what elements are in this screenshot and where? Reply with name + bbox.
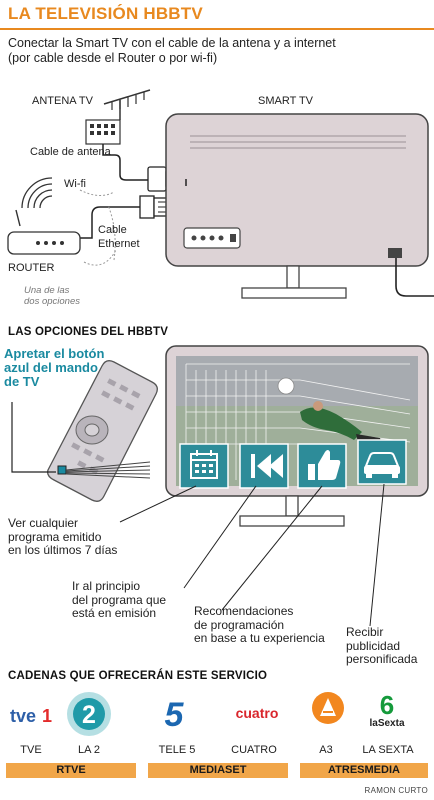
tele5-logo-icon: 5 [165,696,185,734]
lasexta-logo-text: laSexta [369,718,404,729]
one-of-two-line-2: dos opciones [24,296,80,307]
option-recommendations-line-2: de programación [194,617,285,632]
option-catch-up: Ver cualquier programa emitido en los úl… [8,516,118,558]
lasexta-logo-icon: 6 laSexta [369,690,404,729]
intro-line-1: Conectar la Smart TV con el cable de la … [8,36,336,50]
la2-logo-icon: 2 [67,692,111,736]
building-icon [85,119,121,145]
group-mediaset: MEDIASET [148,763,288,778]
tve1-logo-num: 1 [42,706,52,726]
options-heading: LAS OPCIONES DEL HBBTV [8,326,169,338]
wifi-icon [21,177,53,209]
ethernet-label: Ethernet [98,238,140,250]
group-rtve: RTVE [6,763,136,778]
option-recommendations-line-1: Recomendaciones [194,604,294,618]
tele5-logo-text: 5 [165,696,185,734]
tve1-logo-icon: tve 1 [10,706,52,726]
wifi-label: Wi-fi [64,178,86,190]
channel-tele5: TELE 5 [158,744,196,756]
option-catch-up-line-3: en los últimos 7 días [8,543,118,557]
title-rule [0,28,434,30]
channel-la2: LA 2 [77,744,101,756]
one-of-two-note: Una de las dos opciones [24,285,80,307]
option-restart-line-2: del programa que [72,592,167,607]
options-illustration [11,345,429,627]
antenna-icon [103,89,151,120]
rewind-icon [239,443,289,489]
la2-logo-text: 2 [82,701,96,729]
tve1-logo-text: tve [10,706,36,726]
antenna-cable-label: Cable de antena [30,146,111,158]
remote-control-icon [46,360,158,502]
option-recommendations-line-3: en base a tu experiencia [194,631,325,645]
cuatro-logo-icon: cuatro [236,705,279,721]
option-advertising-line-2: publicidad [346,638,401,653]
option-catch-up-line-1: Ver cualquier [8,516,79,530]
channels-heading: CADENAS QUE OFRECERÁN ESTE SERVICIO [8,670,268,682]
setup-illustration [7,89,434,299]
group-atresmedia: ATRESMEDIA [300,763,428,778]
option-restart-line-1: Ir al principio [72,579,141,593]
lasexta-logo-num: 6 [380,690,394,720]
cable-label: Cable [98,224,127,236]
option-advertising-line-1: Recibir [346,625,384,639]
intro-text: Conectar la Smart TV con el cable de la … [8,36,428,66]
option-advertising: Recibir publicidad personificada [346,625,418,667]
calendar-icon [179,443,229,489]
smart-tv-label: SMART TV [258,95,314,107]
option-catch-up-line-2: programa emitido [8,529,102,544]
channel-logos: tve 1 2 5 cuatro 6 laSexta [10,690,405,736]
option-recommendations: Recomendaciones de programación en base … [194,604,325,646]
cuatro-logo-text: cuatro [236,705,279,721]
antenna-label: ANTENA TV [32,95,93,107]
channel-cuatro: CUATRO [231,744,277,756]
channel-a3: A3 [319,744,333,756]
credit: RAMON CURTO [364,786,428,795]
page-title: LA TELEVISIÓN HBBTV [8,4,203,23]
thumbs-up-icon [297,443,347,489]
one-of-two-line-1: Una de las [24,285,70,296]
blue-button-note: Apretar el botón azul del mando de TV [4,346,105,389]
channel-lasexta: LA SEXTA [362,744,414,756]
option-advertising-line-3: personificada [346,652,418,666]
router-icon [7,209,81,255]
smart-tv-icon [165,113,434,299]
channel-tve: TVE [20,744,42,756]
antena3-logo-icon [312,692,344,724]
option-restart: Ir al principio del programa que está en… [72,579,167,621]
option-restart-line-3: está en emisión [72,606,157,620]
car-icon [357,439,407,485]
intro-line-2: (por cable desde el Router o por wi-fi) [8,51,218,65]
router-label: ROUTER [8,262,55,274]
